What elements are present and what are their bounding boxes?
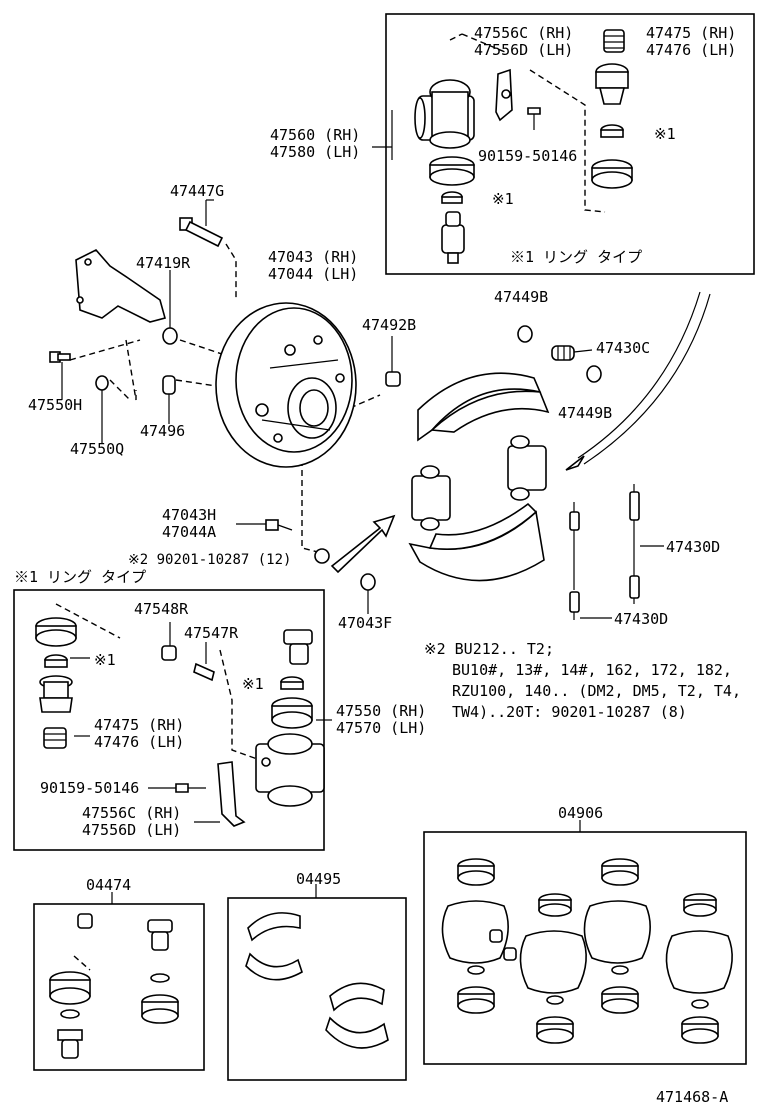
label-47556c-left: 47556C (RH) [82, 804, 181, 822]
label-47430c: 47430C [596, 339, 650, 357]
label-47547r: 47547R [184, 624, 239, 642]
label-47475-top: 47475 (RH) [646, 24, 736, 42]
label-47560: 47560 (RH) [270, 126, 360, 144]
label-90159-left: 90159-50146 [40, 779, 139, 797]
label-90201: ※2 90201-10287 (12) [128, 552, 291, 568]
label-47475-left: 47475 (RH) [94, 716, 184, 734]
label-04906: 04906 [558, 804, 603, 822]
mark1-left-b: ※1 [242, 675, 264, 693]
label-04495: 04495 [296, 870, 341, 888]
label-47550q: 47550Q [70, 440, 124, 458]
brake-shoe-group [330, 291, 711, 620]
kit-04474-frame [33, 903, 205, 1071]
wheel-cylinder-rear-frame [385, 13, 755, 275]
label-90159-top: 90159-50146 [478, 147, 577, 165]
note-line-3: RZU100, 140.. (DM2, DM5, T2, T4, [452, 682, 741, 700]
label-47476-top: 47476 (LH) [646, 41, 736, 59]
wheel-cylinder-rear-group [372, 29, 633, 264]
note-line-1: ※2 BU212.. T2; [424, 640, 554, 658]
label-47044a: 47044A [162, 523, 216, 541]
label-47419r: 47419R [136, 254, 191, 272]
label-47476-left: 47476 (LH) [94, 733, 184, 751]
kit-04495-frame [227, 897, 407, 1081]
mark1-top-b: ※1 [492, 190, 514, 208]
label-47550h: 47550H [28, 396, 82, 414]
kit-04495-parts [245, 884, 389, 1049]
label-47570-lh: 47570 (LH) [336, 719, 426, 737]
label-47043f: 47043F [338, 614, 392, 632]
kit-04906-parts [441, 820, 733, 1044]
label-47043: 47043 (RH) [268, 248, 358, 266]
label-47449b-b: 47449B [558, 404, 612, 422]
note-line-4: TW4)..20T: 90201-10287 (8) [452, 703, 687, 721]
kit-04474-parts [49, 892, 179, 1059]
mark1-left-a: ※1 [94, 651, 116, 669]
label-47556d-left: 47556D (LH) [82, 821, 181, 839]
label-47044: 47044 (LH) [268, 265, 358, 283]
label-47430d-b: 47430D [614, 610, 668, 628]
figure-id: 471468-A [656, 1088, 728, 1106]
mark1-top-a: ※1 [654, 125, 676, 143]
ring-type-note-top: ※1 リング タイプ [510, 248, 642, 266]
backing-plate-group [49, 199, 401, 614]
label-04474: 04474 [86, 876, 131, 894]
kit-04906-frame [423, 831, 747, 1065]
label-47550-rh: 47550 (RH) [336, 702, 426, 720]
label-47496: 47496 [140, 422, 185, 440]
label-47548r: 47548R [134, 600, 189, 618]
note-line-2: BU10#, 13#, 14#, 162, 172, 182, [452, 661, 732, 679]
label-47556c-top: 47556C (RH) [474, 24, 573, 42]
label-47492b: 47492B [362, 316, 416, 334]
label-47043h: 47043H [162, 506, 216, 524]
wheel-cylinder-front-group [35, 603, 332, 827]
label-47430d-a: 47430D [666, 538, 720, 556]
label-47449b-a: 47449B [494, 288, 548, 306]
label-47447g: 47447G [170, 182, 224, 200]
label-47580: 47580 (LH) [270, 143, 360, 161]
ring-type-note-left: ※1 リング タイプ [14, 568, 146, 586]
label-47556d-top: 47556D (LH) [474, 41, 573, 59]
